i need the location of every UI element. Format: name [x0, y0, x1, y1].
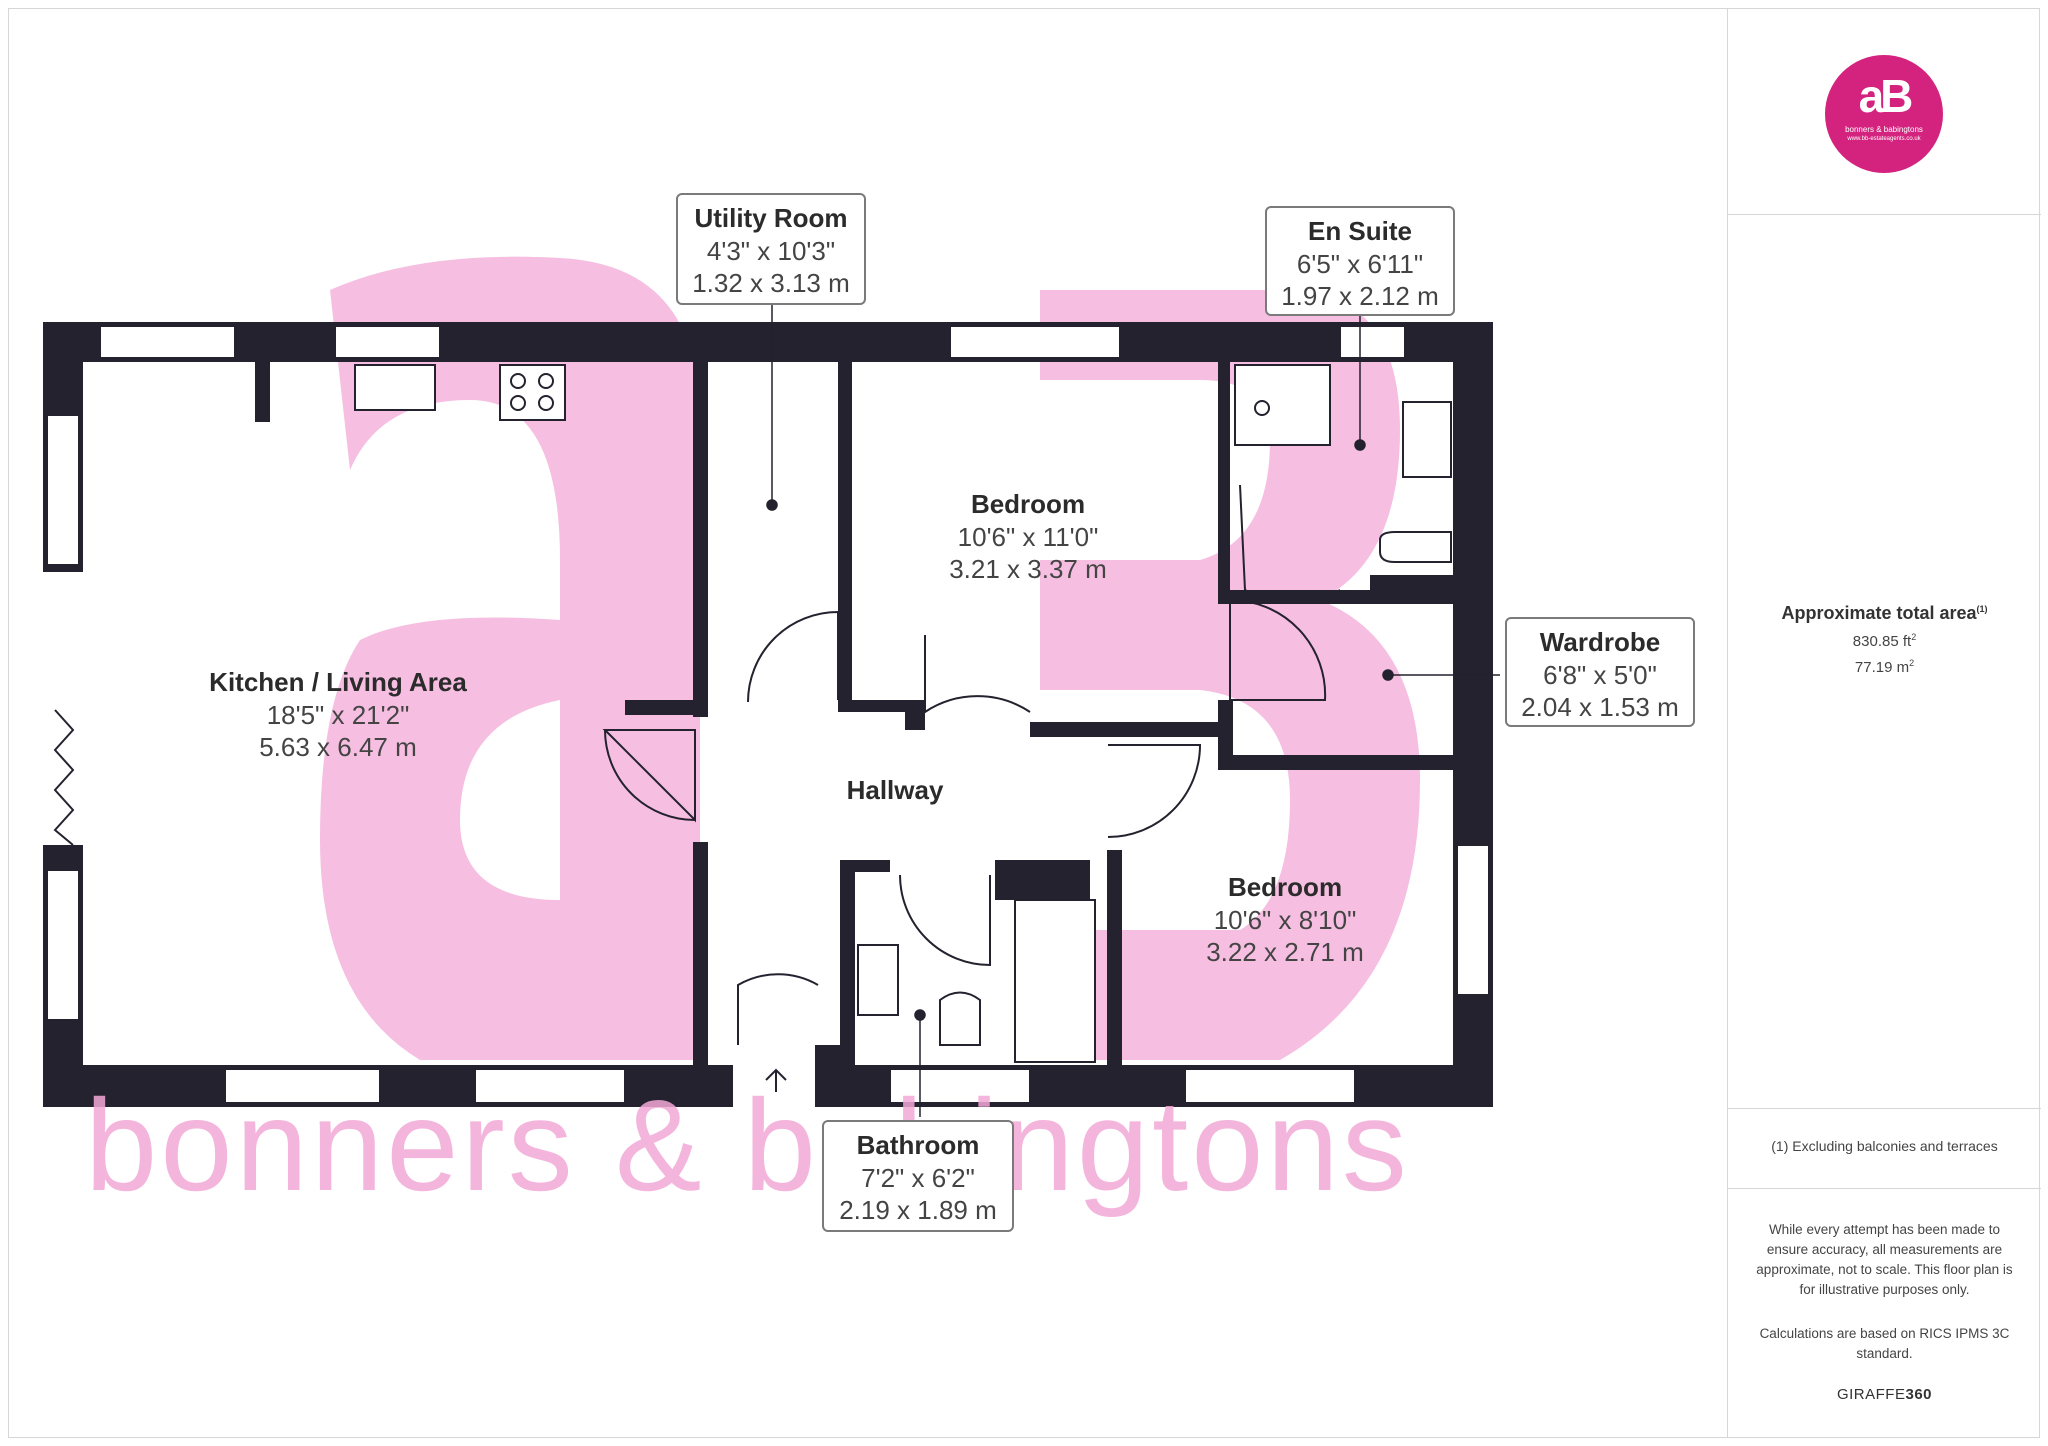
total-area-sqft: 830.85 ft2 — [1728, 632, 2041, 650]
callout-en-suite: En Suite 6'5" x 6'11" 1.97 x 2.12 m — [1265, 206, 1455, 316]
total-area-block: Approximate total area(1) 830.85 ft2 77.… — [1728, 603, 2041, 676]
watermark-text: bonners & babingtons — [85, 1072, 1410, 1218]
door-swings — [602, 484, 1341, 1045]
logo-url: www.bb-estateagents.co.uk — [1847, 136, 1921, 142]
room-dim-imperial: 7'2" x 6'2" — [861, 1163, 975, 1193]
fixtures — [354, 364, 1452, 1063]
divider — [1728, 214, 2041, 215]
total-area-sqft-value: 830.85 ft — [1852, 633, 1912, 650]
room-dim-metric: 3.22 x 2.71 m — [1206, 937, 1364, 967]
total-area-sqm-sup: 2 — [1909, 658, 1915, 668]
room-dim-imperial: 6'5" x 6'11" — [1296, 249, 1424, 279]
callout-leaders — [766, 300, 1500, 1117]
room-name: Bedroom — [1227, 872, 1343, 902]
page-frame — [8, 8, 2040, 1438]
total-area-sqm-value: 77.19 m — [1854, 659, 1910, 676]
disclaimer: While every attempt has been made to ens… — [1756, 1222, 2013, 1297]
total-area-sqm: 77.19 m2 — [1728, 658, 2041, 676]
room-name: Hallway — [846, 775, 944, 805]
room-dim-metric: 2.19 x 1.89 m — [839, 1195, 997, 1225]
room-dim-metric: 1.97 x 2.12 m — [1281, 281, 1439, 311]
room-dim-imperial: 4'3" x 10'3" — [706, 236, 836, 266]
footnote: (1) Excluding balconies and terraces — [1771, 1138, 1998, 1154]
room-dim-imperial: 10'6" x 11'0" — [957, 522, 1099, 552]
giraffe360-brand: GIRAFFE360 — [1728, 1386, 2041, 1403]
callout-bathroom: Bathroom 7'2" x 6'2" 2.19 x 1.89 m — [822, 1120, 1014, 1232]
windows — [46, 325, 1490, 1104]
callout-wardrobe: Wardrobe 6'8" x 5'0" 2.04 x 1.53 m — [1505, 617, 1695, 727]
room-label-bedroom-2: Bedroom 10'6" x 8'10" 3.22 x 2.71 m — [1145, 870, 1425, 968]
calculation-note: Calculations are based on RICS IPMS 3C s… — [1759, 1326, 2010, 1361]
room-dim-metric: 5.63 x 6.47 m — [259, 732, 417, 762]
room-name: Bedroom — [970, 489, 1086, 519]
room-label-bedroom: Bedroom 10'6" x 11'0" 3.21 x 3.37 m — [888, 487, 1168, 585]
room-name: Bathroom — [856, 1130, 980, 1160]
room-dim-metric: 1.32 x 3.13 m — [692, 268, 850, 298]
info-panel: aB bonners & babingtons www.bb-estateage… — [1727, 8, 2041, 1438]
total-area-sqft-sup: 2 — [1911, 632, 1917, 642]
total-area-title-text: Approximate total area — [1781, 603, 1977, 623]
room-dim-imperial: 10'6" x 8'10" — [1213, 905, 1357, 935]
room-dim-metric: 2.04 x 1.53 m — [1521, 692, 1679, 722]
room-name: Utility Room — [694, 203, 848, 233]
room-name: Kitchen / Living Area — [209, 667, 467, 697]
total-area-note-marker: (1) — [1976, 604, 1988, 614]
callout-utility-room: Utility Room 4'3" x 10'3" 1.32 x 3.13 m — [676, 193, 866, 305]
logo-name: bonners & babingtons — [1845, 125, 1923, 134]
room-dim-metric: 3.21 x 3.37 m — [949, 554, 1107, 584]
divider — [1728, 1108, 2041, 1109]
room-dim-imperial: 6'8" x 5'0" — [1543, 660, 1657, 690]
room-name: En Suite — [1307, 216, 1412, 246]
logo-mark: aB — [1858, 70, 1914, 122]
room-name: Wardrobe — [1539, 627, 1661, 657]
room-label-kitchen: Kitchen / Living Area 18'5" x 21'2" 5.63… — [178, 665, 498, 763]
divider — [1728, 1188, 2041, 1189]
brand-logo: aB bonners & babingtons www.bb-estateage… — [1825, 55, 1943, 173]
bifold-door — [53, 709, 75, 846]
room-dim-imperial: 18'5" x 21'2" — [266, 700, 410, 730]
brand-part-2: 360 — [1905, 1386, 1933, 1403]
entrance-arrow-icon — [765, 1068, 787, 1092]
brand-part-1: GIRAFFE — [1836, 1386, 1906, 1403]
total-area-title: Approximate total area(1) — [1728, 603, 2041, 624]
room-label-hallway: Hallway — [800, 773, 990, 807]
